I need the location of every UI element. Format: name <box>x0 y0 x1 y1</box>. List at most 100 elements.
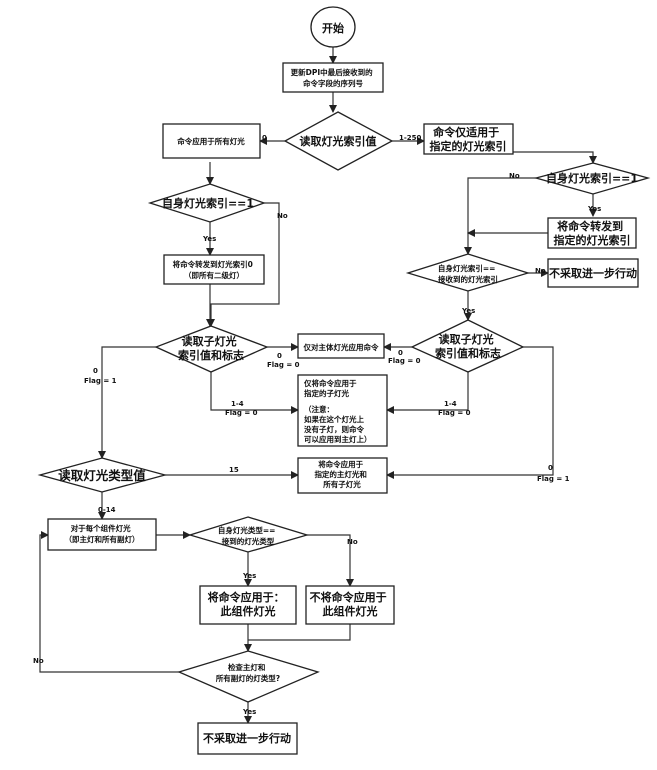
apply-master-only-text: 仅对主体灯光应用命令 <box>303 342 379 352</box>
self-type-eq-line-1: 自身灯光类型== <box>218 525 276 535</box>
forward-index-line-1: 将命令转发到 <box>557 219 623 233</box>
check-types-line-1: 检查主灯和 <box>228 662 266 672</box>
label-flag0-1-4-right: Flag = 0 <box>438 409 471 417</box>
label-no-type: No <box>347 538 358 546</box>
each-component-box: 对于每个组件灯光 （即主灯和所有副灯） <box>47 518 157 551</box>
svg-text:检查主灯和 所有副灯的灯类型?: 检查主灯和 所有副灯的灯类型? <box>216 662 280 683</box>
forward-sublights-box: 将命令转发到灯光索引0 （即所有二级灯） <box>163 254 265 285</box>
label-no-right-self: No <box>509 172 520 180</box>
svg-text:自身灯光类型== 接到的灯光类型: 自身灯光类型== 接到的灯光类型 <box>218 525 278 546</box>
master-all-subs-line-3: 所有子灯光 <box>323 479 361 489</box>
master-all-subs-line-2: 指定的主灯光和 <box>314 469 367 479</box>
cmd-specific-line-2: 指定的灯光索引 <box>430 139 507 153</box>
sub-note-line-1: 仅将命令应用于 <box>303 378 357 388</box>
read-sub-right-line-1: 读取子灯光 <box>439 332 494 346</box>
no-action-2-text: 不采取进一步行动 <box>203 731 291 745</box>
each-component-line-1: 对于每个组件灯光 <box>71 523 131 533</box>
label-yes-left-self: Yes <box>202 235 216 243</box>
update-sequence-box: 更新DPI中最后接收到的 命令字段的序列号 <box>282 62 384 93</box>
not-apply-component-box: 不将命令应用于 此组件灯光 <box>305 585 395 625</box>
svg-text:命令仅适用于 指定的灯光索引: 命令仅适用于 指定的灯光索引 <box>430 125 507 153</box>
label-yes-type: Yes <box>242 572 256 580</box>
read-light-index-decision: 读取灯光索引值 <box>283 111 394 171</box>
each-component-line-2: （即主灯和所有副灯） <box>65 534 140 544</box>
label-zero-top: 0 <box>262 134 267 142</box>
no-action-1-text: 不采取进一步行动 <box>549 266 637 280</box>
label-range-1-250: 1-250 <box>399 134 422 142</box>
read-sub-right-line-2: 索引值和标志 <box>435 346 501 360</box>
not-apply-component-line-2: 此组件灯光 <box>323 604 378 618</box>
cmd-specific-line-1: 命令仅适用于 <box>432 125 499 139</box>
apply-master-only-box: 仅对主体灯光应用命令 <box>297 333 385 359</box>
svg-text:更新DPI中最后接收到的 命令字段的序列号: 更新DPI中最后接收到的 命令字段的序列号 <box>291 67 376 88</box>
check-types-decision: 检查主灯和 所有副灯的灯类型? <box>177 650 320 703</box>
apply-component-box: 将命令应用于： 此组件灯光 <box>199 585 297 625</box>
start-node: 开始 <box>310 6 356 48</box>
self-index-left-text: 自身灯光索引==1 <box>162 196 254 210</box>
no-action-box-2: 不采取进一步行动 <box>197 722 298 755</box>
label-flag1-far-right: Flag = 1 <box>537 475 570 483</box>
edges <box>39 47 597 724</box>
label-yes-right-self: Yes <box>587 205 601 213</box>
self-eq-received-decision: 自身灯光索引== 接收到的灯光索引 <box>405 253 531 292</box>
sub-note-line-4: 如果在这个灯光上 <box>304 414 364 424</box>
not-apply-component-line-1: 不将命令应用于 <box>310 590 387 604</box>
self-type-eq-line-2: 接到的灯光类型 <box>222 536 275 546</box>
forward-index-line-2: 指定的灯光索引 <box>554 233 631 247</box>
label-flag0-right-sub: Flag = 0 <box>388 357 421 365</box>
sub-note-line-5: 没有子灯，则命令 <box>304 424 364 434</box>
svg-text:将命令转发到 指定的灯光索引: 将命令转发到 指定的灯光索引 <box>554 219 631 247</box>
read-type-text: 读取灯光类型值 <box>58 468 146 483</box>
forward-subs-line-2: （即所有二级灯） <box>184 270 244 280</box>
master-all-subs-line-1: 将命令应用于 <box>318 459 363 469</box>
sub-note-line-2: 指定的子灯光 <box>304 388 349 398</box>
read-sub-left-line-1: 读取子灯光 <box>182 334 237 348</box>
label-zero-left-sub: 0 <box>277 352 282 360</box>
apply-sub-note-box: 仅将命令应用于 指定的子灯光 （注意： 如果在这个灯光上 没有子灯，则命令 可以… <box>297 374 388 447</box>
apply-all-text: 命令应用于所有灯光 <box>176 136 245 146</box>
self-type-eq-decision: 自身灯光类型== 接到的灯光类型 <box>187 516 310 553</box>
svg-text:不将命令应用于 此组件灯光: 不将命令应用于 此组件灯光 <box>310 590 391 618</box>
apply-all-lights-box: 命令应用于所有灯光 <box>162 123 261 159</box>
label-fifteen: 15 <box>229 466 239 474</box>
label-range-0-14: 0-14 <box>98 506 116 514</box>
svg-text:自身灯光索引== 接收到的灯光索引: 自身灯光索引== 接收到的灯光索引 <box>438 263 498 284</box>
svg-text:将命令应用于： 此组件灯光: 将命令应用于： 此组件灯光 <box>208 590 289 618</box>
apply-component-line-1: 将命令应用于： <box>208 590 285 604</box>
read-sub-left-decision: 读取子灯光 索引值和标志 <box>154 325 269 373</box>
self-eq-received-line-2: 接收到的灯光索引 <box>438 274 498 284</box>
forward-subs-line-1: 将命令转发到灯光索引0 <box>173 259 253 269</box>
label-flag1-far-left: Flag = 1 <box>84 377 117 385</box>
read-type-decision: 读取灯光类型值 <box>37 457 168 493</box>
label-zero-right-sub: 0 <box>398 349 403 357</box>
svg-text:将命令应用于 指定的主灯光和 所有子: 将命令应用于 指定的主灯光和 所有子灯光 <box>314 459 369 489</box>
svg-text:将命令转发到灯光索引0 （即所有二级灯）: 将命令转发到灯光索引0 （即所有二级灯） <box>173 259 256 280</box>
read-sub-left-line-2: 索引值和标志 <box>178 348 244 362</box>
label-range-1-4-left: 1-4 <box>231 400 244 408</box>
self-index-left-decision: 自身灯光索引==1 <box>147 183 266 223</box>
check-types-line-2: 所有副灯的灯类型? <box>216 673 280 683</box>
update-seq-line-2: 命令字段的序列号 <box>302 78 363 88</box>
label-flag0-left-sub: Flag = 0 <box>267 361 300 369</box>
svg-text:读取子灯光 索引值和标志: 读取子灯光 索引值和标志 <box>178 334 244 362</box>
svg-text:仅将命令应用于 指定的子灯光 （注意: 仅将命令应用于 指定的子灯光 （注意： 如果在这个灯光上 没有子灯，则命令 可以… <box>303 378 372 444</box>
self-eq-received-line-1: 自身灯光索引== <box>438 263 496 273</box>
label-zero-far-right: 0 <box>548 464 553 472</box>
command-specific-index-box: 命令仅适用于 指定的灯光索引 <box>423 123 514 155</box>
label-yes-received: Yes <box>461 307 475 315</box>
apply-master-all-subs-box: 将命令应用于 指定的主灯光和 所有子灯光 <box>297 457 388 494</box>
sub-note-line-6: 可以应用到主灯上） <box>304 434 372 444</box>
label-no-left-self: No <box>277 212 288 220</box>
svg-text:对于每个组件灯光 （即主灯和所有副灯）: 对于每个组件灯光 （即主灯和所有副灯） <box>65 523 140 544</box>
forward-index-box: 将命令转发到 指定的灯光索引 <box>547 217 637 249</box>
self-index-right-text: 自身灯光索引==1 <box>546 171 638 185</box>
start-text: 开始 <box>322 21 344 35</box>
label-flag0-1-4-left: Flag = 0 <box>225 409 258 417</box>
sub-note-line-3: （注意： <box>304 404 334 414</box>
label-zero-far-left: 0 <box>93 367 98 375</box>
no-action-box-1: 不采取进一步行动 <box>547 258 639 288</box>
label-no-received: No <box>535 267 546 275</box>
self-index-right-decision: 自身灯光索引==1 <box>533 162 651 195</box>
edge-labels: 0 1-250 No Yes No Yes No Yes 0 Flag = 0 … <box>33 134 601 716</box>
